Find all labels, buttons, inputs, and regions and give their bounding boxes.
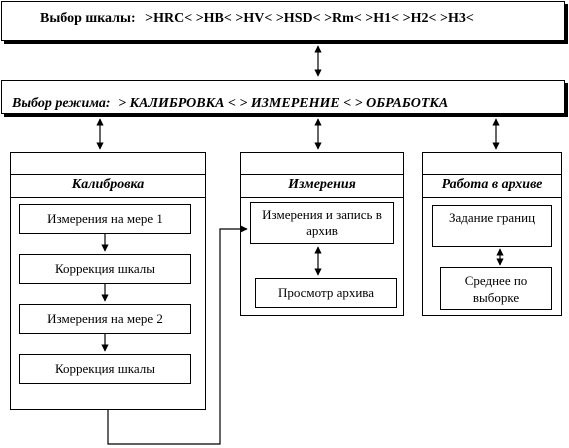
measurement-title: Измерения [288,177,356,192]
calibration-step-measure-1[interactable]: Измерения на мере 1 [19,204,191,234]
scale-selection-bar[interactable]: Выбор шкалы: >HRC< >HB< >HV< >HSD< >Rm< … [1,1,565,41]
measurement-step-label: Просмотр архива [277,285,375,300]
scale-selection-label: Выбор шкалы: [40,11,136,26]
archive-title-bar: Работа в архиве [422,174,562,198]
calibration-step-label: Измерения на мере 1 [47,211,163,226]
mode-options: > КАЛИБРОВКА < > ИЗМЕРЕНИЕ < > ОБРАБОТКА [118,96,449,111]
calibration-step-correction-1[interactable]: Коррекция шкалы [19,254,191,284]
scale-options: >HRC< >HB< >HV< >HSD< >Rm< >H1< >H2< >H3… [145,11,474,26]
calibration-step-correction-2[interactable]: Коррекция шкалы [19,354,191,384]
calibration-to-measurement-arrow [107,225,248,445]
archive-step-label: Среднее по выборке [464,273,528,305]
archive-step-set-limits[interactable]: Задание границ [432,205,552,247]
archive-step-sample-mean[interactable]: Среднее по выборке [440,267,552,310]
calibration-step-measure-2[interactable]: Измерения на мере 2 [19,304,191,334]
calibration-step-label: Коррекция шкалы [55,261,155,276]
measurement-title-bar: Измерения [240,174,404,198]
archive-step-label: Задание границ [448,210,536,225]
calibration-step-label: Измерения на мере 2 [47,311,163,326]
archive-title: Работа в архиве [441,177,543,192]
measurement-step-label: Измерения и запись в архив [262,207,382,238]
measurement-step-view-archive[interactable]: Просмотр архива [255,278,397,308]
calibration-title-bar: Калибровка [10,174,206,198]
mode-selection-label: Выбор режима: [12,96,111,111]
calibration-step-label: Коррекция шкалы [55,361,155,376]
calibration-title: Калибровка [71,177,145,192]
measurement-step-record[interactable]: Измерения и запись в архив [250,202,394,244]
mode-selection-bar[interactable]: Выбор режима: > КАЛИБРОВКА < > ИЗМЕРЕНИЕ… [1,80,565,114]
